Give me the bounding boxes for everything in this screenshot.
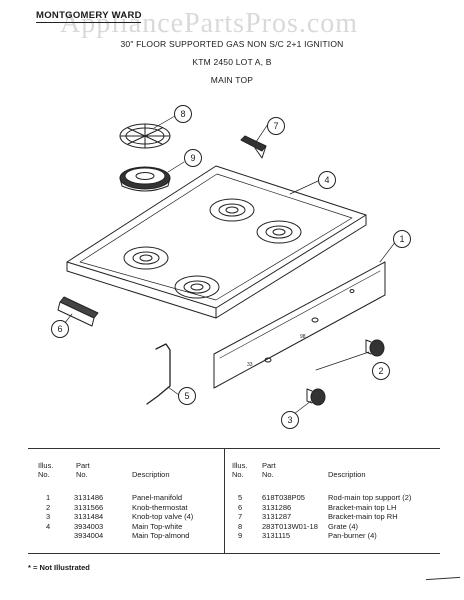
document-title: 30" FLOOR SUPPORTED GAS NON S/C 2+1 IGNI… bbox=[120, 39, 344, 49]
brand-name: MONTGOMERY WARD bbox=[36, 10, 142, 21]
bracket-lh-part bbox=[57, 296, 99, 327]
footer-mark bbox=[426, 576, 460, 581]
callout-5: 5 bbox=[178, 387, 196, 405]
manifold-panel-part: 33 98 bbox=[213, 261, 386, 389]
table-cell: 3131115 bbox=[262, 531, 291, 541]
table-cell: 8 bbox=[238, 521, 243, 531]
table-cell: 3131486 bbox=[74, 493, 104, 502]
svg-text:4: 4 bbox=[324, 175, 329, 185]
table-cell: 3131287 bbox=[262, 512, 292, 522]
callout-9: 9 bbox=[184, 149, 202, 167]
svg-text:5: 5 bbox=[184, 391, 189, 401]
callout-7: 7 bbox=[267, 117, 285, 135]
right-part-column: 618T038P05 3131286 3131287 283T013W01-18… bbox=[262, 493, 318, 541]
table-cell: Grate (4) bbox=[328, 521, 359, 531]
callout-3: 3 bbox=[281, 411, 299, 429]
svg-text:7: 7 bbox=[273, 121, 278, 131]
table-cell: 618T038P05 bbox=[262, 493, 305, 502]
svg-text:1: 1 bbox=[399, 234, 404, 244]
table-cell: 5 bbox=[238, 493, 243, 502]
table-cell: 7 bbox=[238, 512, 243, 522]
callout-1: 1 bbox=[393, 230, 411, 248]
bracket-rh-part bbox=[240, 135, 267, 159]
left-illus-column: 1 2 3 4 bbox=[46, 493, 50, 541]
svg-text:98: 98 bbox=[300, 334, 306, 340]
header-description-left: Description bbox=[132, 470, 170, 479]
table-cell bbox=[46, 531, 50, 541]
table-cell: 3 bbox=[46, 512, 51, 522]
table-cell: Bracket-main top RH bbox=[328, 512, 398, 522]
support-rod-part bbox=[146, 343, 171, 405]
callout-4: 4 bbox=[318, 171, 336, 189]
not-illustrated-footnote: * = Not Illustrated bbox=[28, 563, 90, 572]
header-illus-no-right: Illus. No. bbox=[232, 461, 248, 479]
table-cell: 6 bbox=[238, 502, 243, 512]
header-underline bbox=[36, 22, 141, 23]
table-cell: Main Top-white bbox=[132, 521, 183, 531]
header-part-no-right: Part No. bbox=[262, 461, 276, 479]
main-top-part bbox=[66, 165, 367, 319]
svg-text:9: 9 bbox=[190, 153, 195, 163]
table-cell: Knob-thermostat bbox=[132, 502, 188, 512]
table-cell: 283T013W01-18 bbox=[262, 521, 318, 531]
table-cell: 1 bbox=[46, 493, 51, 502]
watermark-text: AppliancePartsPros.com bbox=[60, 8, 359, 39]
right-description-column: Rod-main top support (2) Bracket-main to… bbox=[328, 493, 411, 541]
exploded-parts-diagram: 33 98 1 2 3 4 bbox=[51, 105, 411, 429]
left-description-column: Panel-manifold Knob-thermostat Knob-top … bbox=[132, 493, 193, 541]
table-cell: 9 bbox=[238, 531, 243, 541]
top-valve-knob-part bbox=[306, 388, 326, 406]
header-illus-no-left: Illus. No. bbox=[38, 461, 54, 479]
right-illus-column: 5 6 7 8 9 bbox=[238, 493, 242, 541]
svg-text:8: 8 bbox=[180, 109, 185, 119]
burner-pan-part bbox=[119, 166, 171, 192]
svg-text:6: 6 bbox=[57, 324, 62, 334]
callout-8: 8 bbox=[174, 105, 192, 123]
table-cell: 3934004 bbox=[74, 531, 104, 541]
section-title: MAIN TOP bbox=[210, 75, 254, 85]
callout-6: 6 bbox=[51, 320, 69, 338]
table-cell: 3934003 bbox=[74, 521, 104, 531]
table-cell: 2 bbox=[46, 502, 51, 512]
svg-text:3: 3 bbox=[287, 415, 292, 425]
table-cell: Main Top-almond bbox=[132, 531, 190, 541]
callout-2: 2 bbox=[372, 362, 390, 380]
table-divider bbox=[224, 449, 225, 553]
parts-table: Illus. No. Part No. Description Illus. N… bbox=[28, 448, 440, 554]
table-cell: Pan-burner (4) bbox=[328, 531, 377, 541]
header-part-no-left: Part No. bbox=[76, 461, 90, 479]
svg-text:33: 33 bbox=[247, 362, 253, 368]
grate-part bbox=[119, 123, 171, 149]
svg-text:2: 2 bbox=[378, 366, 383, 376]
header-description-right: Description bbox=[328, 470, 366, 479]
left-part-column: 3131486 3131566 3131484 3934003 3934004 bbox=[74, 493, 103, 541]
table-cell: Knob-top valve (4) bbox=[132, 512, 194, 522]
table-cell: Rod-main top support (2) bbox=[328, 493, 412, 502]
table-cell: 3131566 bbox=[74, 502, 104, 512]
table-cell: Bracket-main top LH bbox=[328, 502, 397, 512]
table-cell: 4 bbox=[46, 521, 51, 531]
model-number: KTM 2450 LOT A, B bbox=[192, 57, 272, 67]
table-cell: Panel-manifold bbox=[132, 493, 183, 502]
thermostat-knob-part bbox=[365, 339, 385, 357]
table-cell: 3131286 bbox=[262, 502, 292, 512]
table-cell: 3131484 bbox=[74, 512, 104, 522]
